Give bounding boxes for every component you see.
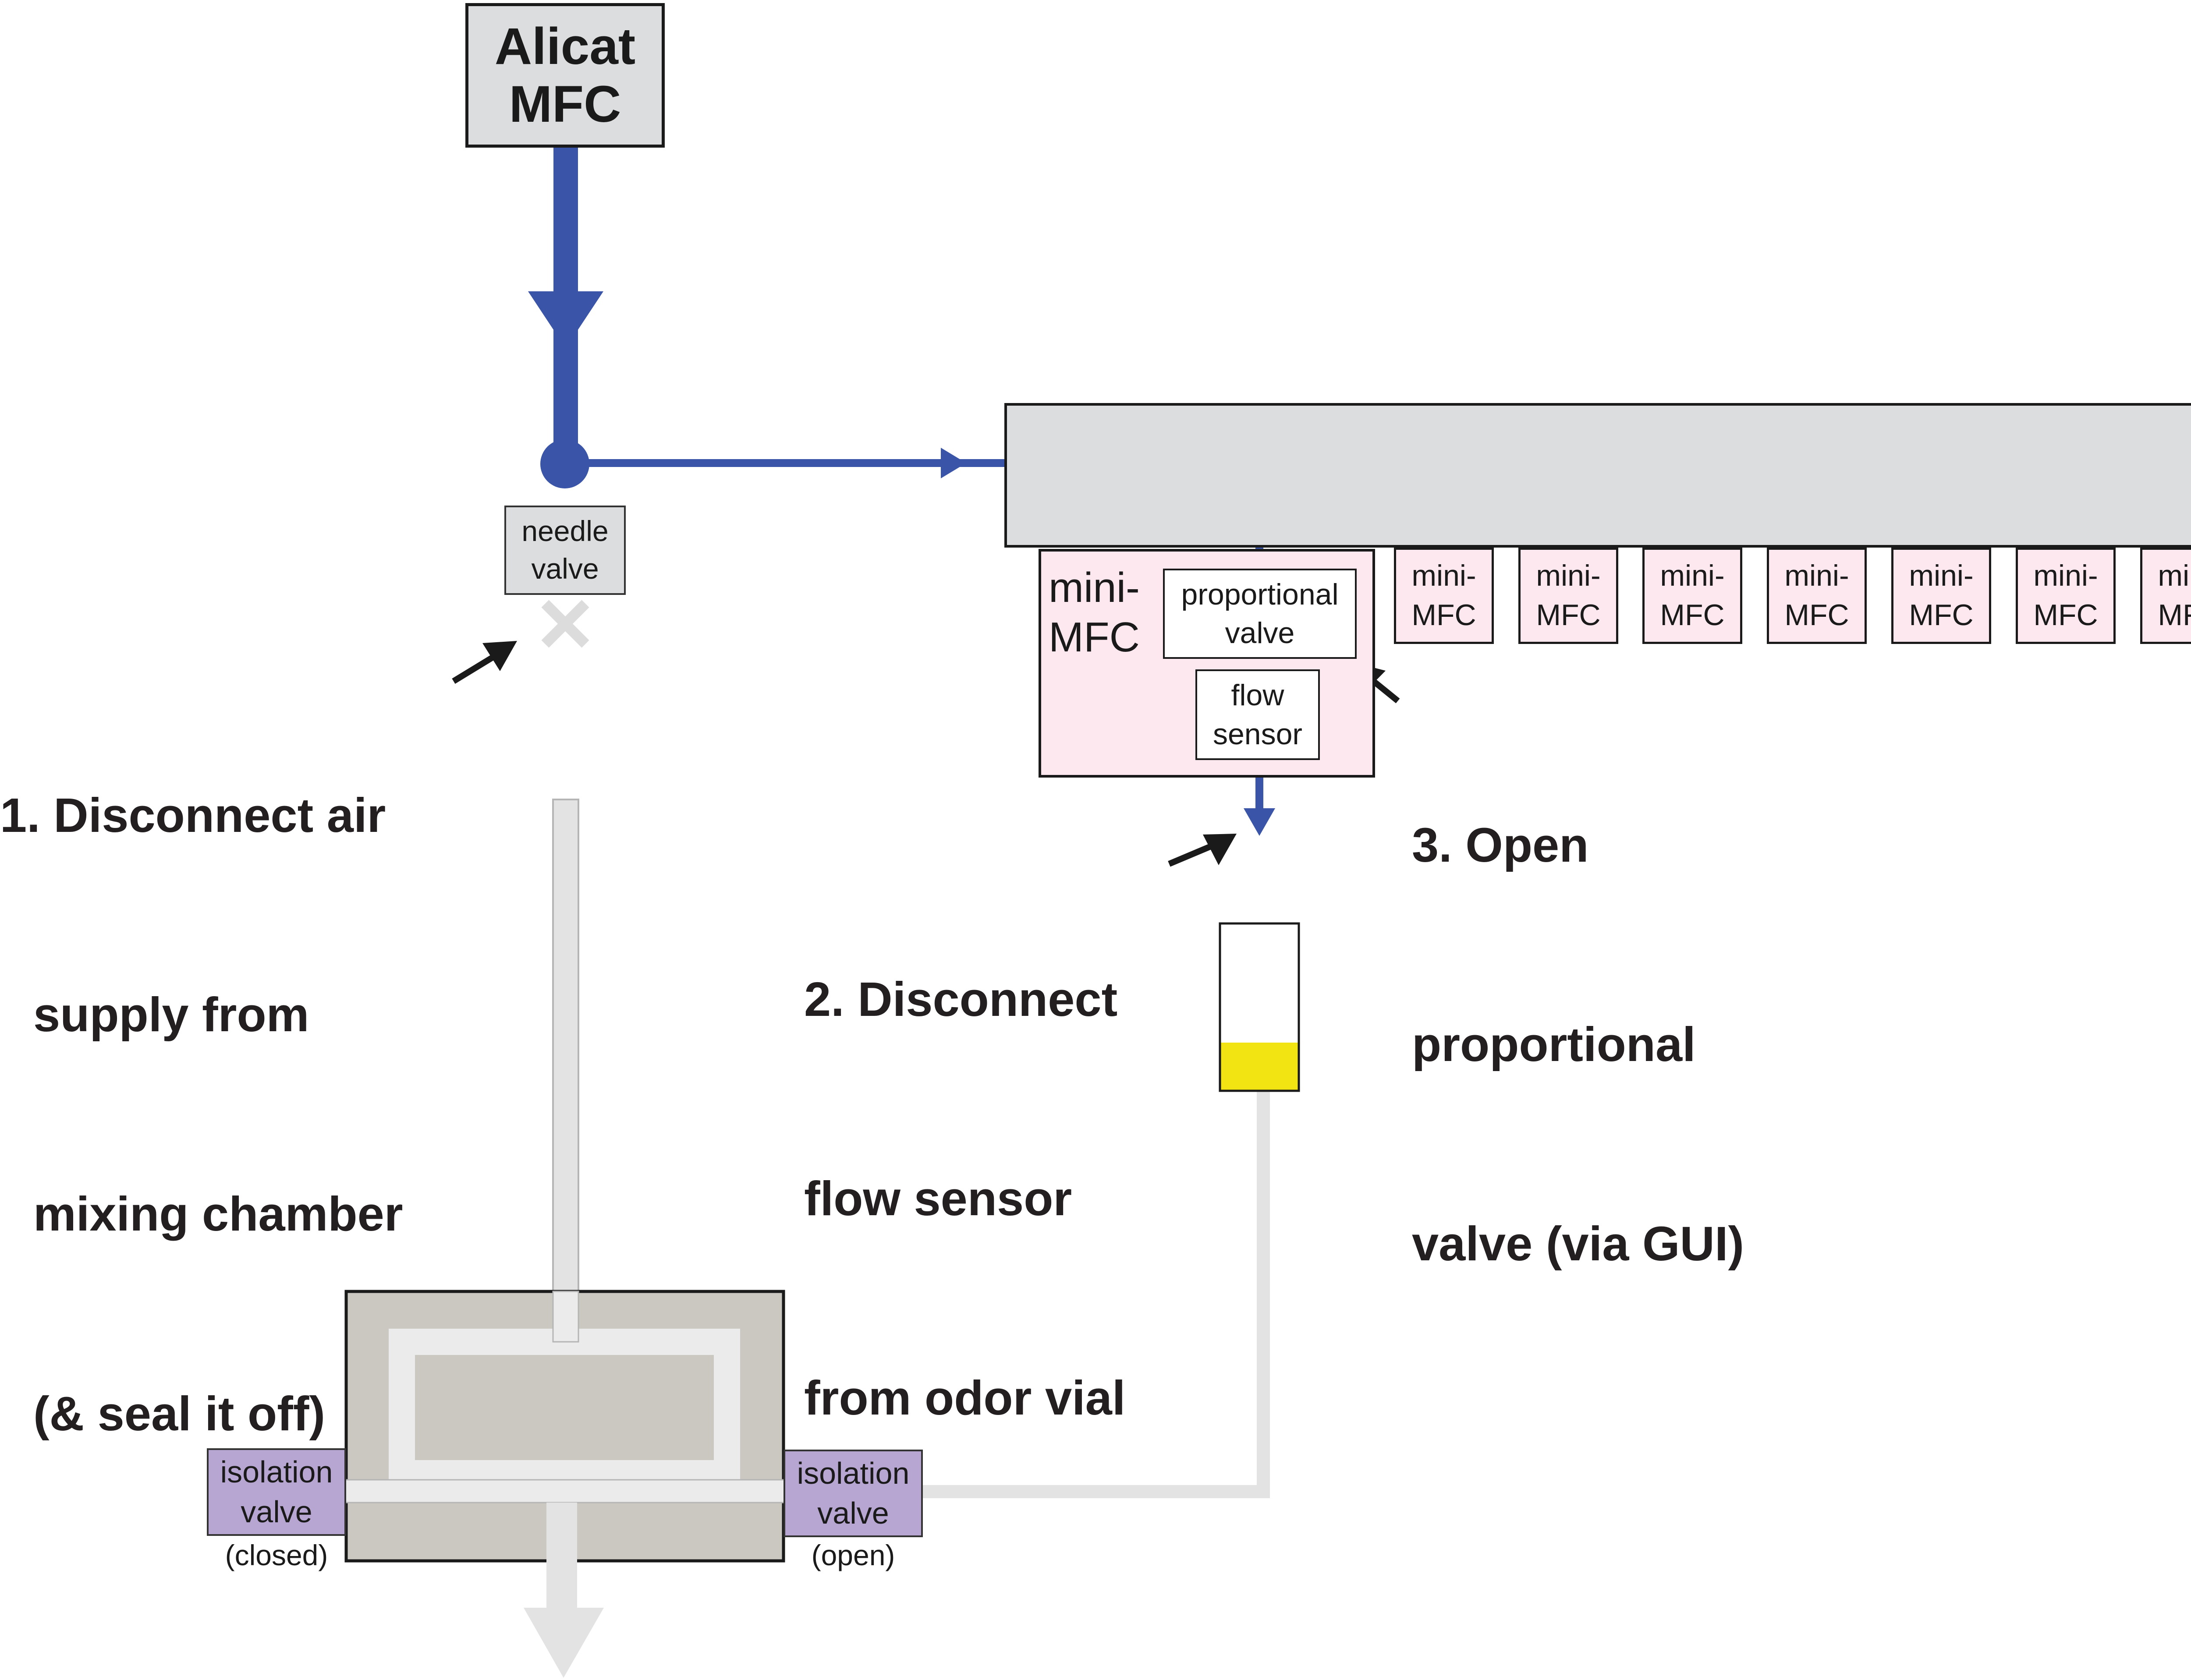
proportional-valve-line2: valve <box>1225 616 1295 650</box>
mini-mfc-line2: MFC <box>1660 598 1725 632</box>
step2-instruction: 2. Disconnect flow sensor from odor vial <box>804 833 1125 1565</box>
mini-mfc-line1: mini- <box>1660 559 1725 593</box>
step1-line: supply from <box>33 987 309 1042</box>
outlet-arrow-shaft <box>546 1503 577 1612</box>
step2-line: 2. Disconnect <box>804 972 1118 1026</box>
vial-outlet-tube <box>922 1091 1270 1498</box>
alicat-flow-arrow <box>528 291 603 348</box>
mini-mfc-line1: mini- <box>2158 559 2191 593</box>
manifold <box>1004 403 2191 548</box>
mini-mfc: mini- MFC <box>1394 548 1494 644</box>
outlet-arrowhead <box>524 1608 604 1678</box>
isolation-valve-line1: isolation <box>797 1456 910 1490</box>
mixing-chamber <box>344 1290 785 1563</box>
chamber-outlet-channel <box>346 1480 784 1503</box>
step1-line: mixing chamber <box>33 1187 403 1241</box>
step1-arrow-line <box>452 652 499 684</box>
step1-line: 1. Disconnect air <box>0 788 386 842</box>
mini-mfc-line2: MFC <box>1784 598 1849 632</box>
isolation-valve-state: (closed) <box>225 1539 328 1571</box>
chamber-inlet-stub <box>552 1291 579 1343</box>
mini-mfc-line2: MFC <box>1411 598 1476 632</box>
step2-arrowhead <box>1203 834 1237 865</box>
sealed-x-icon <box>541 600 589 648</box>
mini-mfc-line1: mini- <box>1411 559 1476 593</box>
mini-mfc-line1: mini- <box>1784 559 1849 593</box>
step1-line: (& seal it off) <box>33 1386 326 1441</box>
step1-instruction: 1. Disconnect air supply from mixing cha… <box>0 649 403 1580</box>
flow-sensor-line2: sensor <box>1212 717 1303 751</box>
mini-mfc: mini- MFC <box>1891 548 1991 644</box>
vial-liquid <box>1220 1043 1299 1091</box>
needle-valve: needle valve <box>504 506 626 595</box>
needle-valve-line1: needle <box>521 515 609 548</box>
mini-mfc: mini- MFC <box>1642 548 1742 644</box>
proportional-valve: proportional valve <box>1163 569 1357 659</box>
mini-mfc-line1: mini- <box>1909 559 1974 593</box>
proportional-valve-line1: proportional <box>1181 577 1339 611</box>
step3-instruction: 3. Open proportional valve (via GUI) <box>1412 679 1744 1411</box>
isolation-valve-line1: isolation <box>220 1455 333 1489</box>
mini-mfc: mini- MFC <box>2140 548 2191 644</box>
isolation-valve-line2: valve <box>241 1495 312 1529</box>
step2-line: flow sensor <box>804 1171 1072 1226</box>
flow-sensor: flow sensor <box>1195 669 1320 760</box>
alicat-mfc-line1: Alicat <box>494 17 636 75</box>
vial-body <box>1219 922 1300 1092</box>
inactive-tubing <box>552 799 1270 1498</box>
isolation-valve-closed: isolation valve <box>207 1448 346 1536</box>
mini-mfc-main-line2: MFC <box>1049 614 1140 661</box>
step1-arrowhead <box>482 641 517 671</box>
step3-line: 3. Open <box>1412 818 1589 872</box>
isolation-valve-line2: valve <box>817 1496 889 1530</box>
odor-vial <box>1219 922 1300 1092</box>
flow-sensor-line1: flow <box>1231 679 1284 712</box>
isolation-valve-state: (open) <box>811 1539 895 1571</box>
mini-mfc-line2: MFC <box>1909 598 1974 632</box>
sensor-outlet-arrowhead <box>1244 808 1275 836</box>
step3-line: valve (via GUI) <box>1412 1217 1744 1271</box>
mini-mfc-line2: MFC <box>2158 598 2191 632</box>
manifold-flow-arrow <box>941 448 966 478</box>
step3-line: proportional <box>1412 1017 1696 1072</box>
mini-mfc-line2: MFC <box>2033 598 2098 632</box>
alicat-mfc: Alicat MFC <box>465 3 665 148</box>
needle-valve-line2: valve <box>531 552 599 585</box>
alicat-mfc-line2: MFC <box>509 75 621 133</box>
step2-line: from odor vial <box>804 1371 1126 1425</box>
mini-mfc-main-label: mini- MFC <box>1049 563 1140 662</box>
mini-mfc: mini- MFC <box>1518 548 1618 644</box>
mini-mfc-line1: mini- <box>2033 559 2098 593</box>
mini-mfc: mini- MFC <box>1767 548 1867 644</box>
chamber-outlet-arrow <box>524 1503 604 1678</box>
mini-mfc-line2: MFC <box>1536 598 1601 632</box>
mini-mfc: mini- MFC <box>2016 548 2116 644</box>
mini-mfc-line1: mini- <box>1536 559 1601 593</box>
chamber-inlet-tube <box>552 799 579 1344</box>
isolation-valve-open: isolation valve <box>784 1450 923 1537</box>
mini-mfc-main-line1: mini- <box>1049 564 1140 611</box>
